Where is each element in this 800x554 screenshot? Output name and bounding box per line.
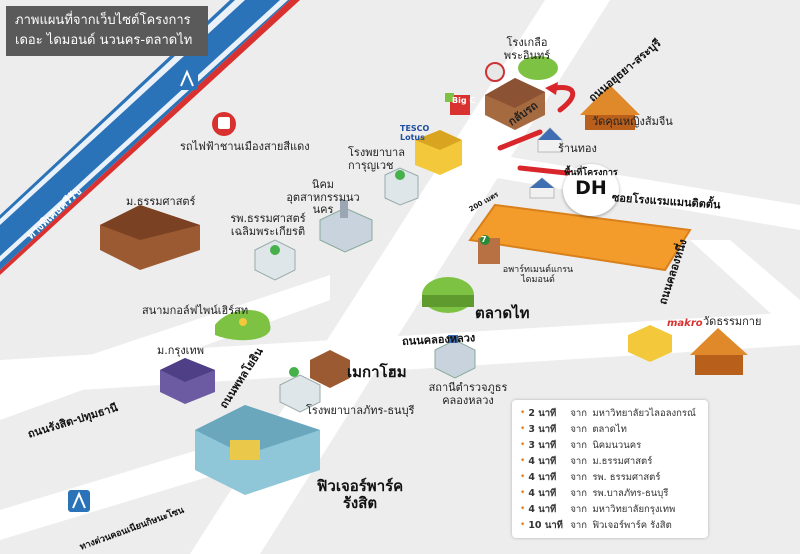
legend-minutes: 3 นาที: [528, 423, 557, 435]
bangkok-univ-building: [160, 358, 215, 404]
label-apartment: อพาร์ทเมนต์แกรนไดมอนด์: [502, 265, 574, 286]
karunvej-building: [384, 167, 419, 206]
bullet-icon: •: [520, 520, 526, 530]
label-big-c: Big C: [452, 96, 476, 105]
legend-from: จาก: [570, 439, 587, 451]
train-icon: [212, 112, 236, 136]
temple-top: [580, 85, 640, 130]
building-rongklua: [485, 78, 545, 130]
legend-minutes: 4 นาที: [528, 455, 557, 467]
makro-building: [628, 325, 672, 362]
tollway-band: [0, 0, 300, 275]
legend-row: •3 นาที จาก นิคมนวนคร: [520, 437, 700, 453]
label-thammasat: ม.ธรรมศาสตร์: [126, 195, 196, 208]
project-marker-subtitle: พื้นที่โครงการ: [564, 168, 618, 178]
label-police: สถานีตำรวจภูธรคลองหลวง: [428, 381, 508, 407]
project-plot: [468, 203, 692, 272]
legend-from: จาก: [570, 487, 587, 499]
navanakorn-buildings: [319, 200, 373, 253]
legend-place: รพ. ธรรมศาสตร์: [592, 471, 661, 483]
project-marker-code: DH: [575, 177, 607, 199]
legend-row: •10 นาที จาก ฟิวเจอร์พาร์ค รังสิต: [520, 517, 700, 533]
megahome-building: [310, 350, 350, 388]
thammasat-building: [100, 205, 200, 270]
map-title: ภาพแผนที่จากเว็บไซต์โครงการ เดอะ ไดมอนด์…: [6, 6, 208, 56]
bullet-icon: •: [520, 408, 526, 418]
legend-minutes: 2 นาที: [528, 407, 557, 419]
legend-from: จาก: [570, 519, 587, 531]
emblem-icon: [485, 62, 505, 82]
label-tesco: TESCO Lotus: [400, 124, 430, 142]
legend-place: ฟิวเจอร์พาร์ค รังสิต: [592, 519, 672, 531]
road-label-khlong-luang: ถนนคลองหลวง: [401, 331, 476, 348]
label-rongklua: โรงเกลือพระอินทร์: [503, 36, 551, 62]
bullet-icon: •: [520, 488, 526, 498]
legend-place: มหาวิทยาลัยกรุงเทพ: [592, 503, 676, 515]
legend-place: ตลาดไท: [592, 423, 627, 435]
legend-row: •4 นาที จาก รพ. ธรรมศาสตร์: [520, 469, 700, 485]
legend-minutes: 4 นาที: [528, 503, 557, 515]
label-wat-thammakai: วัดธรรมกาย: [703, 315, 762, 328]
bullet-icon: •: [520, 456, 526, 466]
legend-row: •4 นาที จาก รพ.บาลภัทร-ธนบุรี: [520, 485, 700, 501]
travel-time-legend: •2 นาทีจากมหาวิทยาลัยวไลอลงกรณ์ •3 นาทีจ…: [512, 400, 708, 538]
bullet-icon: •: [520, 504, 526, 514]
label-megahome: เมกาโฮม: [347, 363, 407, 381]
label-red-line: รถไฟฟ้าชานเมืองสายสีแดง: [180, 140, 310, 153]
label-thammasat-hospital: รพ.ธรรมศาสตร์เฉลิมพระเกียรติ: [230, 212, 306, 238]
label-golf: สนามกอล์ฟไพน์เฮิร์สท: [142, 304, 249, 317]
highway-sign-icon-bottom: [68, 490, 90, 512]
legend-from: จาก: [570, 423, 587, 435]
legend-from: จาก: [570, 471, 587, 483]
legend-place: นิคมนวนคร: [592, 439, 642, 451]
label-wat-khunying: วัดคุณหญิงส้มจีน: [592, 115, 673, 128]
thammasat-hospital-building: [254, 239, 296, 281]
title-line-2: เดอะ ไดมอนด์ นวนคร-ตลาดไท: [15, 33, 193, 48]
label-navanakorn: นิคมอุตสาหกรรมนวนคร: [286, 178, 360, 217]
legend-minutes: 3 นาที: [528, 439, 557, 451]
legend-place: รพ.บาลภัทร-ธนบุรี: [592, 487, 669, 499]
legend-row: •3 นาที จาก ตลาดไท: [520, 421, 700, 437]
bullet-icon: •: [520, 472, 526, 482]
future-park-building: [195, 405, 320, 495]
legend-row: •4 นาที จาก มหาวิทยาลัยกรุงเทพ: [520, 501, 700, 517]
label-karunvej: โรงพยาบาลการุญเวช: [348, 146, 405, 172]
golf-course: [215, 310, 271, 341]
label-future-park: ฟิวเจอร์พาร์ค รังสิต: [316, 477, 404, 513]
label-patrarat-hospital: โรงพยาบาลภัทร-ธนบุรี: [306, 404, 415, 417]
project-marker: พื้นที่โครงการ DH: [563, 164, 619, 216]
label-bangkok-univ: ม.กรุงเทพ: [157, 344, 204, 357]
legend-from: จาก: [570, 407, 587, 419]
legend-minutes: 4 นาที: [528, 487, 557, 499]
label-ran-thong: ร้านทอง: [558, 142, 597, 155]
legend-minutes: 10 นาที: [528, 519, 563, 531]
legend-place: มหาวิทยาลัยวไลอลงกรณ์: [592, 407, 696, 419]
tesco-building: [415, 130, 462, 175]
label-makro: makro: [667, 318, 703, 329]
small-house: [529, 177, 555, 199]
bigc-building: [445, 93, 470, 115]
talad-thai-dome: [422, 277, 474, 313]
legend-minutes: 4 นาที: [528, 471, 557, 483]
legend-place: ม.ธรรมศาสตร์: [592, 455, 653, 467]
greenhouse-top: [518, 56, 558, 80]
bullet-icon: •: [520, 440, 526, 450]
highway-sign-icon-top: [176, 68, 198, 90]
arrow-head-2: [545, 82, 558, 95]
patrarat-building: [279, 367, 321, 413]
police-building: [434, 335, 476, 379]
bullet-icon: •: [520, 424, 526, 434]
label-talad-thai: ตลาดไท: [475, 304, 530, 322]
legend-from: จาก: [570, 503, 587, 515]
gold-shop-building: [537, 127, 563, 153]
apartment-building: [478, 235, 500, 264]
title-line-1: ภาพแผนที่จากเว็บไซต์โครงการ: [15, 13, 191, 28]
legend-row: •4 นาที จาก ม.ธรรมศาสตร์: [520, 453, 700, 469]
legend-row: •2 นาที จาก มหาวิทยาลัยวไลอลงกรณ์: [520, 405, 700, 421]
legend-from: จาก: [570, 455, 587, 467]
label-seven-eleven: 7: [481, 235, 487, 244]
thammakai-temple: [690, 328, 748, 375]
